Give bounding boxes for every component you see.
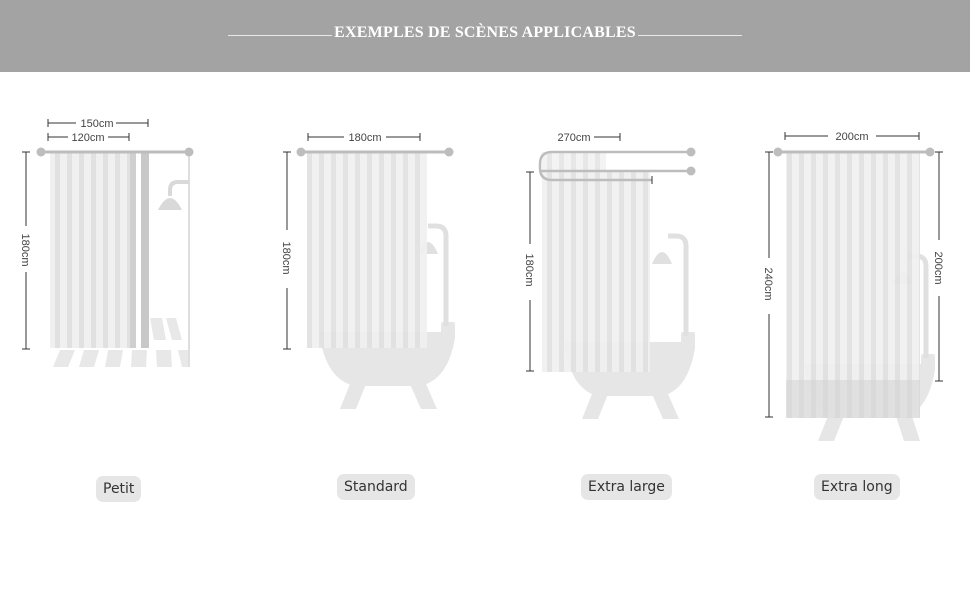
- dim-height-label: 240cm: [762, 267, 774, 300]
- dim-width-label: 180cm: [348, 132, 381, 144]
- header-title: EXEMPLES DE SCÈNES APPLICABLES: [334, 24, 636, 41]
- dim-height-label: 180cm: [280, 241, 292, 274]
- header-rule-left: [228, 35, 332, 36]
- dim-width-label: 200cm: [835, 131, 868, 143]
- scene-extra-long: 200cm 240cm 200cm: [762, 131, 944, 441]
- label-extra-large: Extra large: [581, 474, 672, 500]
- header-rule-right: [638, 35, 742, 36]
- faucet-icon: [652, 233, 689, 336]
- rod: [538, 150, 690, 182]
- curtain: [50, 152, 130, 348]
- dim-tub-height-label: 200cm: [932, 251, 944, 284]
- shower-head-icon: [158, 180, 189, 210]
- curtain: [786, 152, 920, 418]
- curtain: [307, 152, 427, 348]
- dim-rod-label: 150cm: [80, 118, 113, 130]
- scene-extra-large: 270cm 180cm: [523, 132, 696, 419]
- header-banner: EXEMPLES DE SCÈNES APPLICABLES: [0, 0, 970, 72]
- scene-standard: 180cm 180cm: [280, 132, 455, 409]
- scenes-illustration: 150cm 120cm 180cm: [19, 118, 944, 441]
- label-standard: Standard: [337, 474, 415, 500]
- dim-width-label: 120cm: [71, 132, 104, 144]
- dim-height-label: 180cm: [19, 233, 31, 266]
- label-petit: Petit: [96, 476, 142, 502]
- curtain: [542, 172, 650, 372]
- dim-height-label: 180cm: [523, 253, 535, 286]
- dim-width-label: 270cm: [557, 132, 590, 144]
- scene-petit: 150cm 120cm 180cm: [19, 118, 194, 367]
- label-extra-long: Extra long: [814, 474, 900, 500]
